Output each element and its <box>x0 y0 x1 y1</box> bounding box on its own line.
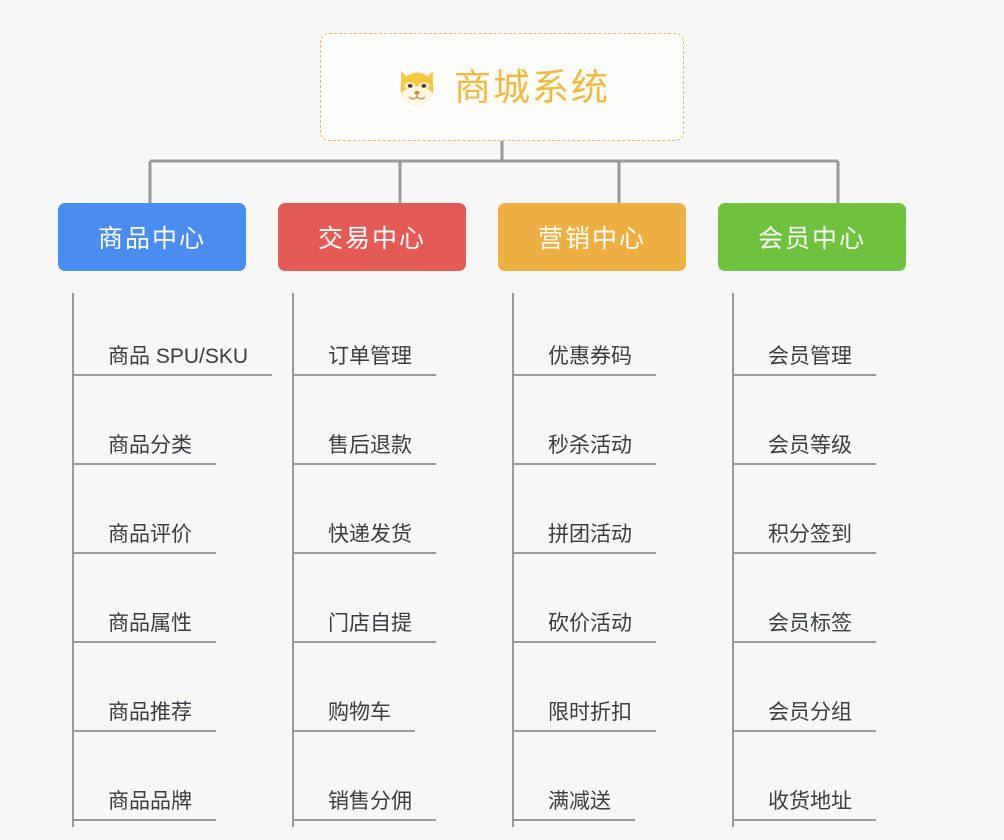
shiba-dog-face-icon <box>400 71 434 106</box>
column-title: 营销中心 <box>537 225 646 253</box>
list-item[interactable]: 会员等级 <box>734 382 938 471</box>
column-header-product-center[interactable]: 商品中心 <box>58 203 246 271</box>
item-label: 砍价活动 <box>514 612 656 643</box>
root-title: 商城系统 <box>454 66 610 108</box>
list-item[interactable]: 积分签到 <box>734 471 938 560</box>
item-label: 商品推荐 <box>74 701 216 732</box>
list-item[interactable]: 限时折扣 <box>514 649 718 738</box>
item-label: 商品分类 <box>74 434 216 465</box>
list-item[interactable]: 秒杀活动 <box>514 382 718 471</box>
list-item[interactable]: 拼团活动 <box>514 471 718 560</box>
item-label: 商品 SPU/SKU <box>74 345 273 376</box>
item-label: 商品品牌 <box>74 790 216 821</box>
item-list-trade-center: 订单管理 售后退款 快递发货 门店自提 购物车 销售分佣 <box>292 293 498 827</box>
list-item[interactable]: 商品推荐 <box>74 649 278 738</box>
list-item[interactable]: 会员管理 <box>734 293 938 382</box>
list-item[interactable]: 门店自提 <box>294 560 498 649</box>
item-label: 售后退款 <box>294 434 436 465</box>
item-label: 限时折扣 <box>514 701 656 732</box>
columns-container: 商品中心 商品 SPU/SKU 商品分类 商品评价 商品属性 商品推荐 商品品牌… <box>58 203 948 827</box>
list-item[interactable]: 优惠券码 <box>514 293 718 382</box>
item-label: 订单管理 <box>294 345 436 376</box>
column-header-member-center[interactable]: 会员中心 <box>718 203 906 271</box>
column-title: 交易中心 <box>317 225 426 253</box>
column-title: 商品中心 <box>97 225 206 253</box>
list-item[interactable]: 会员分组 <box>734 649 938 738</box>
column-product-center: 商品中心 商品 SPU/SKU 商品分类 商品评价 商品属性 商品推荐 商品品牌 <box>58 203 278 827</box>
item-label: 销售分佣 <box>294 790 436 821</box>
list-item[interactable]: 商品 SPU/SKU <box>74 293 278 382</box>
list-item[interactable]: 会员标签 <box>734 560 938 649</box>
list-item[interactable]: 商品评价 <box>74 471 278 560</box>
root-node-container: 商城系统 <box>0 33 1004 141</box>
item-label: 会员标签 <box>734 612 876 643</box>
item-list-member-center: 会员管理 会员等级 积分签到 会员标签 会员分组 收货地址 <box>732 293 938 827</box>
list-item[interactable]: 收货地址 <box>734 738 938 827</box>
list-item[interactable]: 满减送 <box>514 738 718 827</box>
column-trade-center: 交易中心 订单管理 售后退款 快递发货 门店自提 购物车 销售分佣 <box>278 203 498 827</box>
item-label: 商品评价 <box>74 523 216 554</box>
list-item[interactable]: 砍价活动 <box>514 560 718 649</box>
item-label: 会员等级 <box>734 434 876 465</box>
item-label: 商品属性 <box>74 612 216 643</box>
item-label: 门店自提 <box>294 612 436 643</box>
item-label: 积分签到 <box>734 523 876 554</box>
item-label: 拼团活动 <box>514 523 656 554</box>
column-header-marketing-center[interactable]: 营销中心 <box>498 203 686 271</box>
list-item[interactable]: 商品品牌 <box>74 738 278 827</box>
list-item[interactable]: 商品分类 <box>74 382 278 471</box>
list-item[interactable]: 售后退款 <box>294 382 498 471</box>
item-label: 收货地址 <box>734 790 876 821</box>
root-node[interactable]: 商城系统 <box>320 33 684 141</box>
list-item[interactable]: 购物车 <box>294 649 498 738</box>
item-list-product-center: 商品 SPU/SKU 商品分类 商品评价 商品属性 商品推荐 商品品牌 <box>72 293 278 827</box>
item-label: 快递发货 <box>294 523 436 554</box>
item-label: 购物车 <box>294 701 415 732</box>
list-item[interactable]: 订单管理 <box>294 293 498 382</box>
item-label: 会员分组 <box>734 701 876 732</box>
column-header-trade-center[interactable]: 交易中心 <box>278 203 466 271</box>
item-label: 秒杀活动 <box>514 434 656 465</box>
list-item[interactable]: 快递发货 <box>294 471 498 560</box>
list-item[interactable]: 商品属性 <box>74 560 278 649</box>
item-label: 满减送 <box>514 790 635 821</box>
column-title: 会员中心 <box>757 225 866 253</box>
list-item[interactable]: 销售分佣 <box>294 738 498 827</box>
column-member-center: 会员中心 会员管理 会员等级 积分签到 会员标签 会员分组 收货地址 <box>718 203 938 827</box>
item-list-marketing-center: 优惠券码 秒杀活动 拼团活动 砍价活动 限时折扣 满减送 <box>512 293 718 827</box>
column-marketing-center: 营销中心 优惠券码 秒杀活动 拼团活动 砍价活动 限时折扣 满减送 <box>498 203 718 827</box>
item-label: 优惠券码 <box>514 345 656 376</box>
item-label: 会员管理 <box>734 345 876 376</box>
